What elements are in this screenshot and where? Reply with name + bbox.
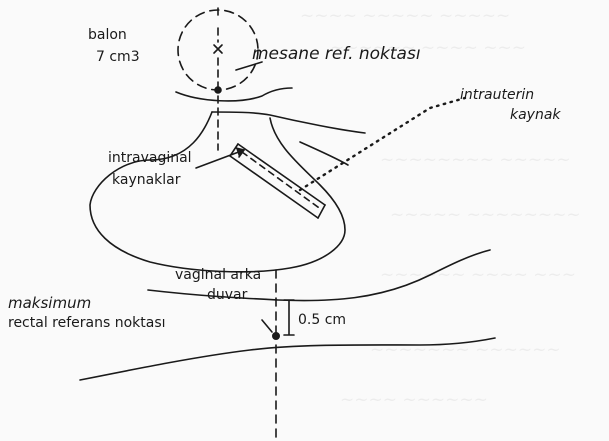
rectum-lower-wall [80,338,495,380]
rectal-pointer-arrow [262,320,272,332]
bladder-wall-curve [176,88,292,101]
distance-label: 0.5 cm [298,313,346,327]
rectal-ref-dot [273,333,279,339]
intrauterine-label-line1: intrauterin [460,88,534,102]
balloon-x-mark [214,45,222,53]
posterior-tissue-line [300,142,348,165]
balloon-volume-label: 7 cm3 [96,50,140,64]
rectal-ref-label: rectal referans noktası [8,316,166,330]
balloon-label: balon [88,28,127,42]
maximum-label: maksimum [8,296,91,311]
bladder-ref-label: mesane ref. noktası [252,46,421,63]
bladder-ref-dot [215,87,221,93]
intrauterine-source-line [300,98,465,190]
distance-tick [284,300,294,335]
intravaginal-label-line2: kaynaklar [112,173,181,187]
intrauterine-label-line2: kaynak [510,108,561,122]
uterus-anterior-line [212,112,365,133]
source-line [242,152,322,210]
vaginal-wall-label-line1: vaginal arka [175,268,261,282]
intravaginal-sources [230,144,325,218]
vaginal-wall-label-line2: duvar [207,288,247,302]
intravaginal-pointer-arrow [196,150,244,168]
intravaginal-label-line1: intravaginal [108,151,192,165]
